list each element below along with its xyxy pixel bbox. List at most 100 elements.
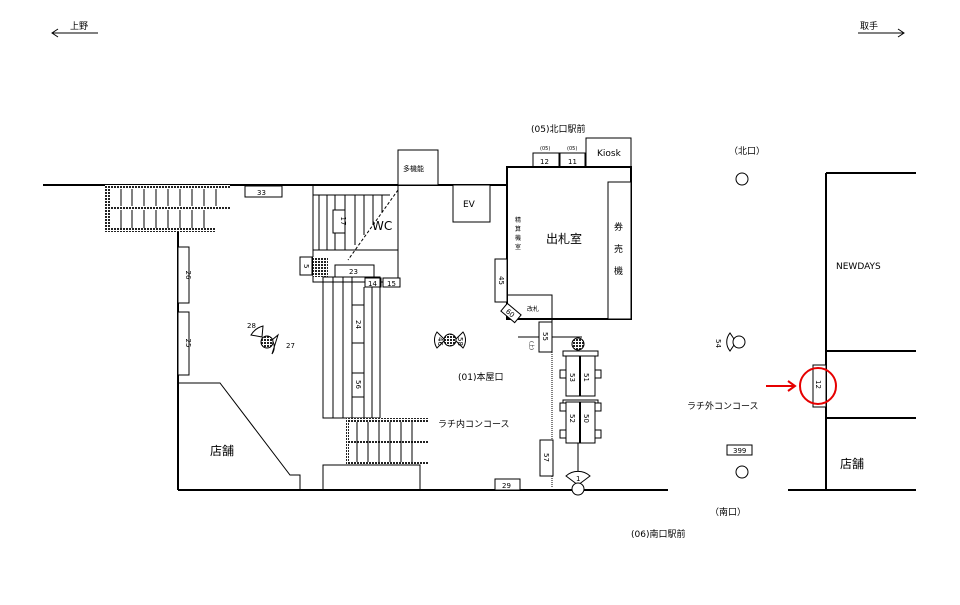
svg-text:売: 売 bbox=[614, 243, 623, 255]
inside-concourse-label: ラチ内コンコース bbox=[438, 418, 510, 430]
bench-53-51[interactable]: 53 51 bbox=[559, 350, 602, 397]
camera-46-58[interactable]: 46 58 bbox=[433, 331, 467, 349]
svg-text:多機能: 多機能 bbox=[403, 164, 424, 173]
marker-14[interactable]: 14 bbox=[364, 277, 382, 288]
direction-toride-label: 取手 bbox=[860, 20, 878, 32]
svg-text:1: 1 bbox=[576, 475, 580, 483]
marker-57[interactable]: 57 bbox=[539, 439, 554, 477]
svg-text:28: 28 bbox=[247, 322, 256, 330]
svg-text:(05): (05) bbox=[540, 146, 550, 152]
svg-text:58: 58 bbox=[456, 337, 464, 346]
marker-399[interactable]: 399 bbox=[726, 444, 753, 456]
marker-5[interactable]: 5 bbox=[299, 256, 313, 276]
svg-text:Kiosk: Kiosk bbox=[597, 149, 622, 159]
marker-24[interactable]: 24 bbox=[351, 304, 365, 344]
shop-right-label: 店舗 bbox=[840, 457, 864, 471]
marker-56[interactable]: 56 bbox=[351, 372, 365, 398]
svg-text:56: 56 bbox=[354, 380, 362, 389]
pillar-icon bbox=[735, 465, 749, 479]
newdays-block bbox=[788, 172, 916, 491]
marker-12-highlighted[interactable]: 12 bbox=[799, 364, 837, 408]
wc-block: WC bbox=[312, 184, 399, 283]
south-exit-label: （南口） bbox=[710, 506, 746, 518]
south-station-front-label: (06)南口駅前 bbox=[631, 528, 685, 540]
camera-28-27[interactable]: 28 27 bbox=[247, 322, 295, 355]
highlight-circle bbox=[799, 367, 837, 405]
marker-33[interactable]: 33 bbox=[244, 185, 283, 198]
hatched-area bbox=[313, 257, 328, 277]
svg-text:26: 26 bbox=[184, 271, 192, 280]
svg-text:51: 51 bbox=[582, 373, 590, 382]
svg-text:券: 券 bbox=[614, 221, 623, 233]
marker-25[interactable]: 25 bbox=[177, 311, 192, 376]
svg-text:52: 52 bbox=[568, 414, 576, 423]
highlight-arrow-icon bbox=[766, 380, 797, 392]
north-exit-label: （北口） bbox=[729, 146, 765, 157]
svg-text:(05): (05) bbox=[567, 146, 577, 152]
svg-text:精: 精 bbox=[515, 216, 521, 224]
svg-text:室: 室 bbox=[515, 243, 521, 251]
marker-29[interactable]: 29 bbox=[494, 478, 521, 491]
svg-text:25: 25 bbox=[184, 339, 192, 348]
marker-15[interactable]: 15 bbox=[382, 277, 401, 288]
marker-12-top[interactable]: (05) 12 bbox=[532, 146, 560, 168]
svg-text:15: 15 bbox=[387, 280, 396, 288]
svg-text:24: 24 bbox=[354, 320, 362, 329]
newdays-label: NEWDAYS bbox=[836, 262, 881, 272]
svg-text:33: 33 bbox=[257, 189, 266, 197]
multipurpose-toilet[interactable]: 多機能 bbox=[397, 149, 439, 186]
svg-text:機: 機 bbox=[515, 234, 521, 242]
svg-text:EV: EV bbox=[463, 200, 476, 210]
ticket-office-label: 出札室 bbox=[546, 231, 582, 246]
svg-text:27: 27 bbox=[286, 342, 295, 350]
wc-label: WC bbox=[372, 219, 392, 233]
svg-text:50: 50 bbox=[582, 414, 590, 423]
svg-text:399: 399 bbox=[733, 447, 746, 455]
gate-area bbox=[507, 294, 553, 322]
kiosk[interactable]: Kiosk bbox=[585, 137, 632, 168]
bench-52-50[interactable]: 52 50 bbox=[559, 399, 602, 444]
marker-55[interactable]: 55 bbox=[538, 321, 553, 353]
svg-text:23: 23 bbox=[349, 268, 358, 276]
main-exit-label: (01)本屋口 bbox=[458, 371, 503, 383]
outside-concourse-label: ラチ外コンコース bbox=[687, 400, 759, 412]
marker-23[interactable]: 23 bbox=[334, 264, 375, 278]
svg-text:55: 55 bbox=[541, 332, 549, 341]
svg-text:45: 45 bbox=[497, 276, 505, 285]
marker-45[interactable]: 45 bbox=[494, 258, 508, 303]
svg-text:5: 5 bbox=[302, 264, 310, 268]
left-stairs bbox=[105, 185, 230, 232]
svg-text:算: 算 bbox=[515, 225, 521, 233]
svg-text:12: 12 bbox=[540, 158, 549, 166]
elevator[interactable]: EV bbox=[452, 184, 491, 223]
shop-left-label: 店舗 bbox=[210, 444, 234, 458]
ticket-machine[interactable]: 券売機 bbox=[607, 181, 632, 320]
svg-text:57: 57 bbox=[542, 453, 550, 462]
marker-60[interactable]: 60 bbox=[500, 302, 522, 324]
svg-text:46: 46 bbox=[436, 337, 444, 346]
marker-26[interactable]: 26 bbox=[177, 246, 192, 304]
marker-11-top[interactable]: (05) 11 bbox=[559, 146, 586, 168]
svg-text:12: 12 bbox=[814, 380, 822, 389]
svg-text:29: 29 bbox=[502, 482, 511, 490]
svg-text:60: 60 bbox=[504, 307, 516, 319]
up-label: (上) bbox=[528, 341, 535, 350]
marker-17[interactable]: 17 bbox=[332, 209, 347, 234]
svg-text:機: 機 bbox=[614, 265, 623, 277]
shop-left-outline bbox=[178, 382, 301, 490]
svg-text:17: 17 bbox=[339, 217, 347, 226]
svg-text:11: 11 bbox=[568, 158, 577, 166]
gate-label: 改札 bbox=[527, 305, 539, 313]
svg-text:53: 53 bbox=[568, 373, 576, 382]
camera-1[interactable]: 1 bbox=[565, 470, 591, 496]
camera-54[interactable]: 54 bbox=[714, 332, 746, 352]
pillar-icon bbox=[735, 172, 749, 186]
lower-stairs bbox=[322, 418, 428, 491]
camera-icon bbox=[571, 337, 585, 351]
direction-ueno-label: 上野 bbox=[70, 21, 88, 32]
svg-text:54: 54 bbox=[714, 339, 722, 348]
direction-ueno: 上野 bbox=[51, 21, 98, 38]
north-station-front-label: (05)北口駅前 bbox=[531, 123, 585, 135]
svg-text:14: 14 bbox=[368, 280, 377, 288]
